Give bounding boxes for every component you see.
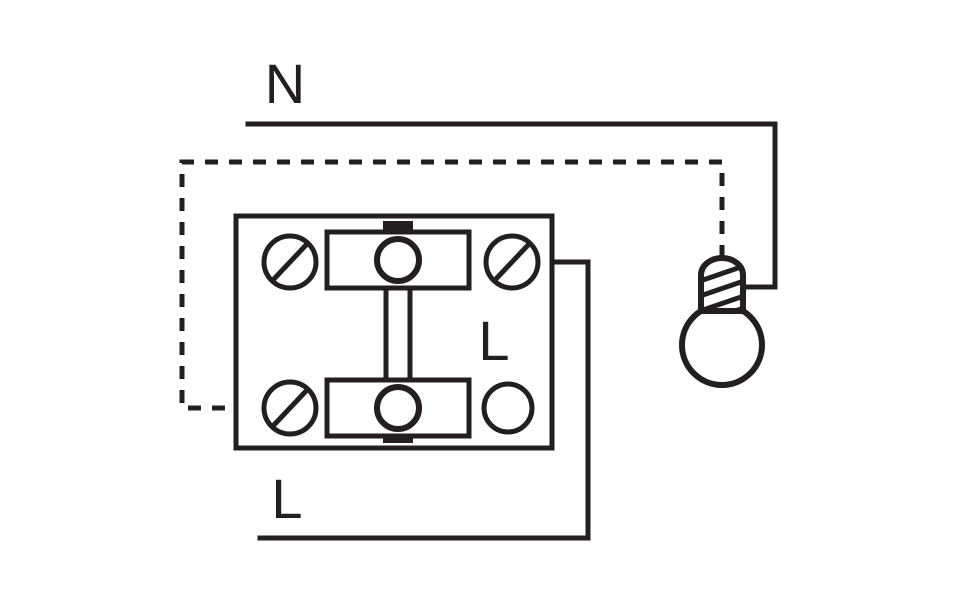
thread-line	[703, 305, 741, 312]
switched-live-wire-path	[179, 159, 725, 411]
thread-line	[703, 278, 741, 299]
screw-slot-line	[493, 242, 531, 282]
terminal-bottom-right[interactable]	[481, 381, 535, 435]
screw-slot-line	[271, 388, 309, 428]
terminal-top-left[interactable]	[261, 233, 319, 291]
lamp[interactable]	[679, 255, 765, 388]
lamp-base-threads	[703, 263, 741, 312]
bottom-contact-ring	[374, 384, 422, 432]
lamp-globe	[679, 302, 765, 388]
contact-bridge-mechanism[interactable]	[324, 221, 472, 443]
neutral-wire-path	[245, 121, 778, 290]
wire-switched-live	[179, 159, 725, 411]
wire-neutral-supply	[245, 121, 778, 290]
label-live: L	[271, 467, 302, 530]
terminal-top-right[interactable]	[483, 233, 541, 291]
plain-terminal-circle	[481, 381, 535, 435]
top-contact-ring	[374, 236, 422, 284]
screw-slot-line	[271, 242, 309, 282]
terminal-live-label: L	[478, 309, 509, 372]
switch-body[interactable]: L	[233, 213, 555, 451]
thread-line	[703, 263, 741, 284]
thread-line	[703, 293, 741, 312]
label-neutral: N	[265, 52, 305, 115]
terminal-bottom-left[interactable]	[261, 379, 319, 437]
